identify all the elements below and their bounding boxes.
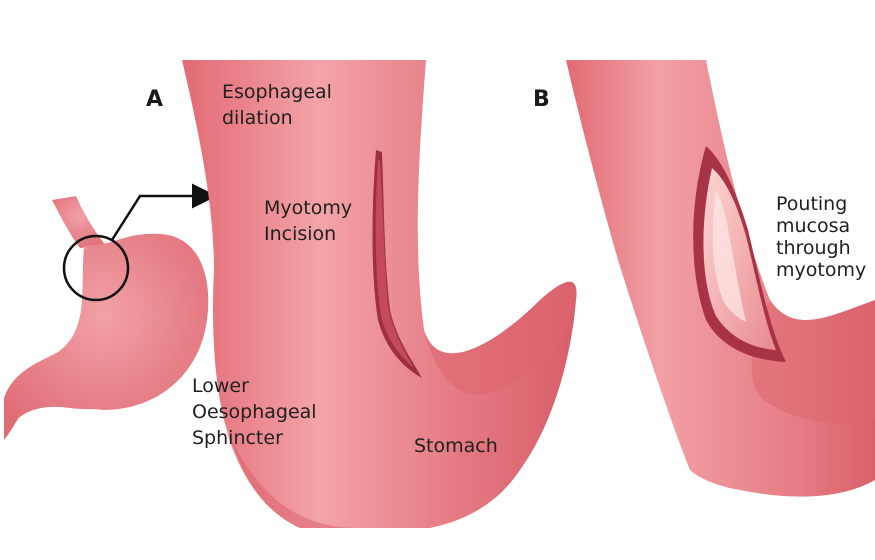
overview-stomach-fill: [4, 236, 205, 436]
labels: A B Esophageal dilation Myotomy Incision…: [146, 81, 866, 457]
label-esophageal-dilation: Esophageal dilation: [222, 81, 338, 129]
zoom-arrow: [110, 183, 217, 241]
overview-stomach-illustration: [4, 183, 217, 440]
panel-a-letter: A: [146, 87, 163, 112]
sphincter-highlight-circle: [62, 234, 130, 302]
label-myotomy-incision: Myotomy Incision: [264, 197, 358, 245]
pouting-mucosa-highlight: [712, 190, 746, 322]
panel-b-right-shade: [751, 300, 875, 424]
label-lower-oesophageal-sphincter: Lower Oesophageal Sphincter: [192, 375, 323, 449]
panel-a-stomach-curve-shade: [424, 281, 577, 395]
label-pouting-mucosa: Pouting mucosa through myotomy: [776, 193, 866, 281]
panel-b-illustration: [566, 60, 875, 497]
label-stomach: Stomach: [414, 435, 498, 457]
myotomy-incision-inner: [375, 160, 414, 368]
panel-a-illustration: [182, 60, 577, 528]
panel-b-letter: B: [533, 87, 550, 112]
panel-a-lower-shadow: [226, 430, 360, 528]
